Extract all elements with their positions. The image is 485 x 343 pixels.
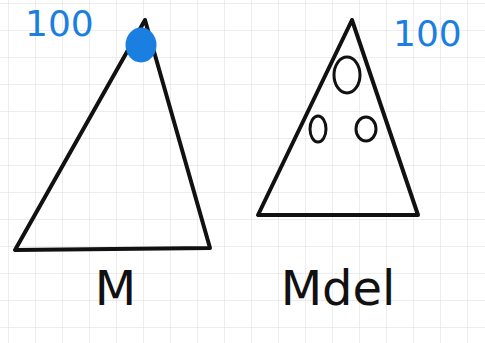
value-label: 100 (25, 6, 94, 42)
node-label: M (8, 262, 223, 315)
triangle-line (15, 20, 210, 250)
triangle-m: M (8, 12, 223, 337)
value-label: 100 (393, 16, 462, 52)
marker-circle (334, 57, 360, 93)
marker-circle (356, 117, 376, 141)
node-label: Mdel (248, 262, 428, 315)
marker-circle (127, 29, 155, 61)
triangle-mdel: Mdel (248, 12, 428, 337)
marker-circle (310, 116, 326, 142)
